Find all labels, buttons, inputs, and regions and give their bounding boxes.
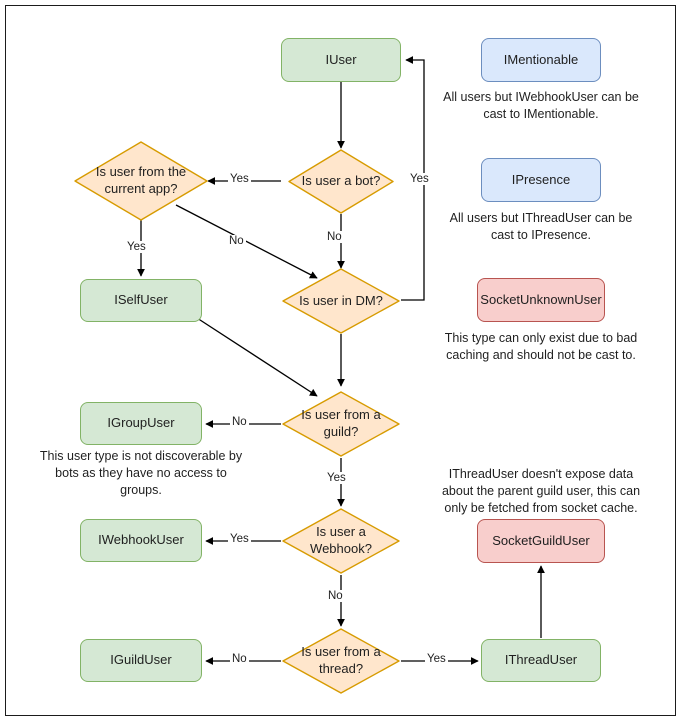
edge-label-guild-yes: Yes	[325, 472, 348, 484]
node-is-user-from-current-app[interactable]: Is user from the current app?	[73, 140, 209, 222]
node-is-user-from-current-app-label: Is user from the current app?	[95, 164, 187, 196]
node-is-user-in-dm-label: Is user in DM?	[299, 292, 383, 308]
node-igroupuser[interactable]: IGroupUser	[80, 402, 202, 445]
node-iwebhookuser[interactable]: IWebhookUser	[80, 519, 202, 562]
node-imentionable[interactable]: IMentionable	[481, 38, 601, 82]
note-igroupuser: This user type is not discoverable by bo…	[39, 449, 243, 497]
node-iselfuser[interactable]: ISelfUser	[80, 279, 202, 322]
note-imentionable: All users but IWebhookUser can be cast t…	[443, 90, 639, 121]
node-ithreaduser-label: IThreadUser	[504, 652, 578, 668]
diamond-shape	[282, 391, 400, 457]
diamond-shape	[282, 268, 400, 334]
node-ipresence-label: IPresence	[511, 171, 571, 187]
edge-label-guild-no: No	[230, 416, 249, 428]
node-iuser[interactable]: IUser	[281, 38, 401, 82]
note-ithreaduser: IThreadUser doesn't expose data about th…	[441, 467, 641, 515]
diamond-shape	[282, 508, 400, 574]
edge-label-webhook-yes: Yes	[228, 533, 251, 545]
node-is-user-a-webhook[interactable]: Is user a Webhook?	[281, 507, 401, 575]
node-is-user-from-thread[interactable]: Is user from a thread?	[281, 627, 401, 695]
edge-label-thread-no: No	[230, 653, 249, 665]
node-socketunknownuser[interactable]: SocketUnknownUser	[477, 278, 605, 322]
node-igroupuser-label: IGroupUser	[107, 415, 175, 431]
node-socketunknownuser-label: SocketUnknownUser	[480, 291, 602, 307]
node-iuser-label: IUser	[325, 51, 357, 67]
node-is-user-from-guild[interactable]: Is user from a guild?	[281, 390, 401, 458]
node-is-user-a-bot-label: Is user a bot?	[301, 173, 381, 189]
node-iguilduser-label: IGuildUser	[110, 652, 172, 668]
note-socketunknownuser: This type can only exist due to bad cach…	[444, 331, 638, 362]
node-ithreaduser[interactable]: IThreadUser	[481, 639, 601, 682]
node-is-user-from-guild-label: Is user from a guild?	[301, 407, 381, 439]
edge-label-webhook-no: No	[326, 590, 345, 602]
node-imentionable-label: IMentionable	[503, 51, 579, 67]
diamond-shape	[288, 149, 394, 214]
edge-label-thread-yes: Yes	[425, 653, 448, 665]
diamond-shape	[282, 628, 400, 694]
node-is-user-a-bot[interactable]: Is user a bot?	[281, 148, 401, 215]
edge-label-currentapp-yes: Yes	[125, 241, 148, 253]
node-ipresence[interactable]: IPresence	[481, 158, 601, 202]
node-is-user-from-thread-label: Is user from a thread?	[301, 644, 381, 676]
edge-label-bot-yes: Yes	[228, 173, 251, 185]
note-ipresence: All users but IThreadUser can be cast to…	[449, 211, 633, 242]
edge-label-dm-yes: Yes	[408, 173, 431, 185]
node-is-user-a-webhook-label: Is user a Webhook?	[310, 524, 372, 556]
edge-label-bot-no: No	[325, 231, 344, 243]
node-iselfuser-label: ISelfUser	[114, 292, 168, 308]
diamond-shape	[74, 141, 208, 221]
node-iguilduser[interactable]: IGuildUser	[80, 639, 202, 682]
node-is-user-in-dm[interactable]: Is user in DM?	[281, 267, 401, 335]
node-socketguilduser[interactable]: SocketGuildUser	[477, 519, 605, 563]
node-iwebhookuser-label: IWebhookUser	[98, 532, 184, 548]
edge-label-currentapp-no: No	[227, 235, 246, 247]
node-socketguilduser-label: SocketGuildUser	[492, 532, 590, 548]
